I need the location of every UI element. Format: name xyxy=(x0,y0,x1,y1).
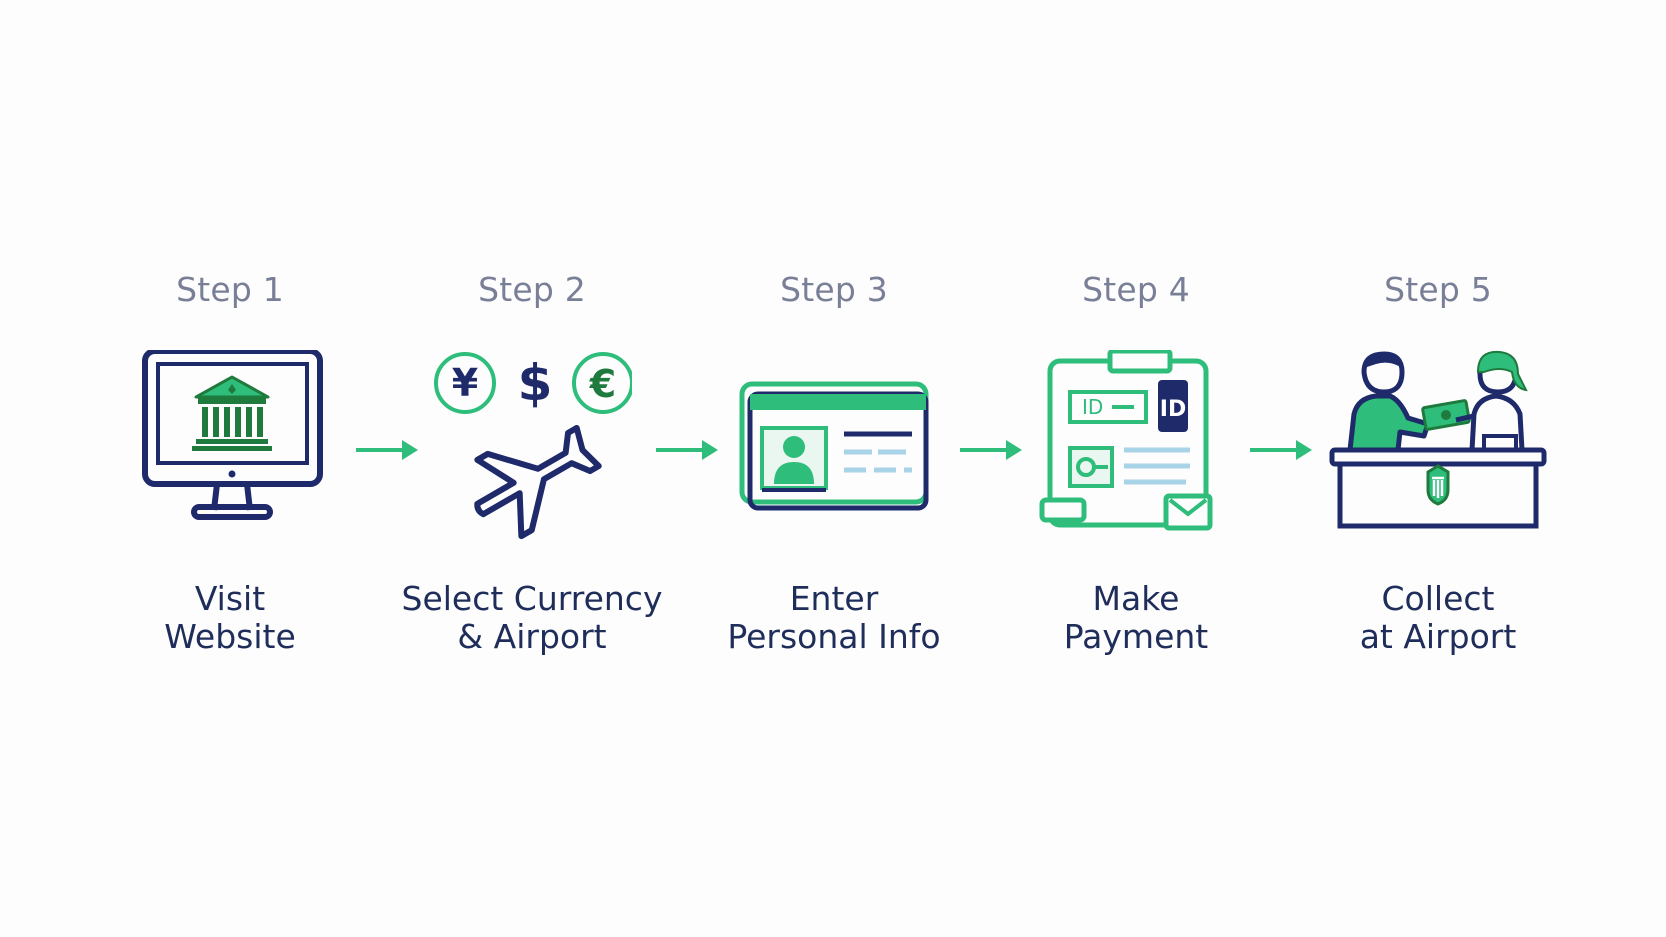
airport-counter-icon xyxy=(1328,350,1548,550)
currency-airplane-icon: ¥ $ € xyxy=(432,350,632,550)
step-label-line1: Visit xyxy=(194,579,266,618)
arrow-right-icon xyxy=(956,436,1026,464)
step-number: Step 3 xyxy=(780,270,888,309)
step-label-line2: & Airport xyxy=(457,617,607,656)
monitor-bank-icon xyxy=(130,350,330,550)
step-label-line2: at Airport xyxy=(1359,617,1517,656)
payment-form-icon: ID ID xyxy=(1036,350,1236,550)
step-label-line1: Collect xyxy=(1381,579,1495,618)
step-number: Step 1 xyxy=(176,270,284,309)
step-label-line2: Personal Info xyxy=(727,617,941,656)
step-label-line1: Select Currency xyxy=(401,579,663,618)
step-label: Visit Website xyxy=(80,580,380,656)
step-label: Collect at Airport xyxy=(1288,580,1588,656)
id-card-icon xyxy=(734,350,934,550)
arrow-right-icon xyxy=(352,436,422,464)
step-label: Enter Personal Info xyxy=(684,580,984,656)
step-label-line1: Make xyxy=(1092,579,1180,618)
step-number: Step 5 xyxy=(1384,270,1492,309)
step-label: Select Currency & Airport xyxy=(382,580,682,656)
step-number: Step 2 xyxy=(478,270,586,309)
id-text-large: ID xyxy=(1160,397,1186,422)
yen-symbol: ¥ xyxy=(452,361,478,405)
step-label-line2: Payment xyxy=(1063,617,1209,656)
step-label-line1: Enter xyxy=(789,579,879,618)
step-number: Step 4 xyxy=(1082,270,1190,309)
arrow-right-icon xyxy=(652,436,722,464)
dollar-symbol: $ xyxy=(518,354,553,412)
arrow-right-icon xyxy=(1246,436,1316,464)
euro-symbol: € xyxy=(589,362,616,406)
step-label: Make Payment xyxy=(986,580,1286,656)
id-text-small: ID xyxy=(1082,395,1103,419)
step-label-line2: Website xyxy=(164,617,296,656)
